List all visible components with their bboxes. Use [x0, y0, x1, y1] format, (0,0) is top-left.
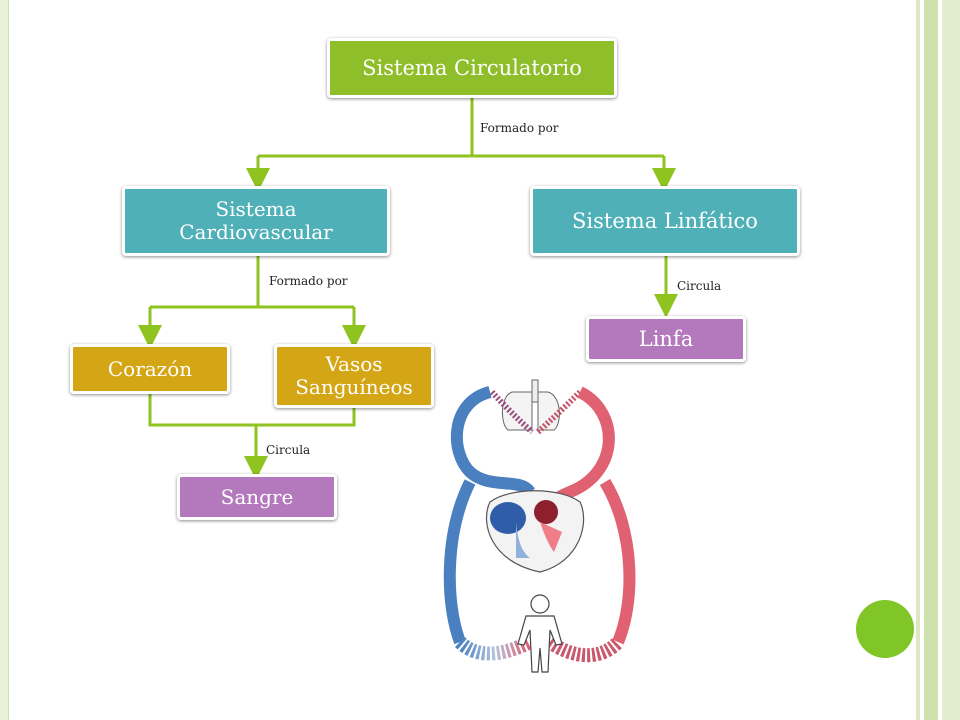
edge-label-circula-linfa: Circula	[677, 279, 722, 293]
node-sistema-circulatorio: Sistema Circulatorio	[327, 38, 617, 98]
heart-icon	[486, 490, 585, 573]
node-label: Corazón	[107, 356, 193, 381]
node-corazon: Corazón	[70, 344, 230, 394]
edge-label-formado-por-cardio: Formado por	[269, 274, 348, 288]
node-vasos-sanguineos: Vasos Sanguíneos	[274, 344, 434, 408]
node-sistema-cardiovascular: Sistema Cardiovascular	[122, 186, 390, 256]
lungs-icon	[489, 379, 583, 435]
node-label: Linfa	[638, 326, 694, 351]
decorative-green-circle	[856, 600, 914, 658]
node-sangre: Sangre	[177, 474, 337, 520]
node-linfa: Linfa	[586, 316, 746, 362]
slide-frame-right	[916, 0, 960, 720]
node-label: Vasos Sanguíneos	[295, 352, 413, 399]
circulation-diagram-image	[443, 379, 636, 673]
node-label: Sistema Cardiovascular	[179, 197, 333, 244]
edge-label-formado-por-root: Formado por	[480, 121, 559, 135]
edge-label-circula-sangre: Circula	[266, 443, 311, 457]
node-label: Sistema Linfático	[572, 208, 758, 233]
human-figure-icon	[517, 594, 563, 673]
slide-frame-left	[0, 0, 9, 720]
node-sistema-linfatico: Sistema Linfático	[530, 186, 800, 256]
node-label: Sistema Circulatorio	[362, 55, 582, 80]
node-label: Sangre	[220, 484, 294, 509]
